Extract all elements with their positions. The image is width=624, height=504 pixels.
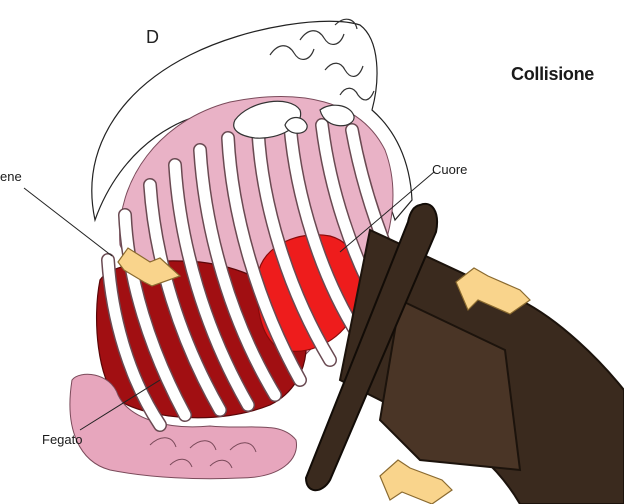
kidney-label: ene xyxy=(0,169,22,184)
impact-arrow-lower xyxy=(380,460,452,504)
liver-label: Fegato xyxy=(42,432,82,447)
heart-label: Cuore xyxy=(432,162,467,177)
panel-letter: D xyxy=(146,27,159,48)
diagram-title: Collisione xyxy=(511,64,594,85)
impact-arrow-upper xyxy=(456,268,530,314)
